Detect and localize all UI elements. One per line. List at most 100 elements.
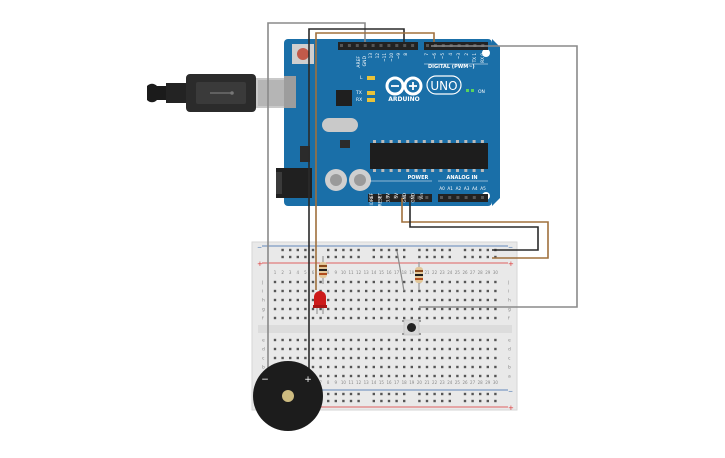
breadboard-hole xyxy=(395,365,398,369)
column-label: 14 xyxy=(371,270,377,275)
breadboard-hole xyxy=(387,365,391,369)
chip-pin xyxy=(480,169,484,172)
breadboard-hole xyxy=(281,298,284,302)
buzzer-plus: + xyxy=(304,375,312,385)
column-label: 11 xyxy=(348,380,354,385)
column-label: 18 xyxy=(402,270,408,275)
breadboard-hole xyxy=(273,307,277,311)
rail-hole xyxy=(380,248,383,252)
column-label: 17 xyxy=(394,380,400,385)
breadboard-hole xyxy=(319,347,322,351)
row-label: g xyxy=(262,308,265,313)
rail-hole xyxy=(342,248,345,252)
chip-pin xyxy=(414,169,418,172)
analog-pin-label: A4 xyxy=(472,186,478,191)
breadboard-hole xyxy=(441,280,444,284)
pushbutton[interactable] xyxy=(402,319,421,336)
breadboard-hole xyxy=(410,298,413,302)
chip-pin xyxy=(447,169,451,172)
wire-gnd[interactable] xyxy=(409,198,539,251)
header-hole xyxy=(401,196,405,199)
breadboard-hole xyxy=(403,298,406,302)
breadboard-hole xyxy=(357,338,360,342)
breadboard-hole xyxy=(486,338,489,342)
breadboard-hole xyxy=(387,298,391,302)
breadboard-hole xyxy=(471,347,474,351)
breadboard-hole xyxy=(349,280,353,284)
breadboard-hole xyxy=(319,338,322,342)
breadboard-hole xyxy=(418,374,421,378)
rail-hole xyxy=(471,248,474,252)
breadboard-hole xyxy=(479,280,482,284)
wire-black-left[interactable] xyxy=(308,28,405,378)
resistor-1[interactable] xyxy=(319,256,327,284)
breadboard-hole xyxy=(289,316,292,320)
breadboard-hole xyxy=(311,280,315,284)
breadboard-hole xyxy=(494,316,497,320)
red-led[interactable] xyxy=(313,291,327,314)
chip-pin xyxy=(373,140,376,143)
breadboard-hole xyxy=(448,316,451,320)
atmega-chip xyxy=(370,143,488,169)
column-label: 12 xyxy=(356,380,362,385)
digital-header-high xyxy=(338,42,418,50)
wire-gray-short[interactable] xyxy=(396,250,405,292)
breadboard-hole xyxy=(471,365,474,369)
header-hole xyxy=(409,196,413,199)
usb-cable[interactable] xyxy=(147,74,291,112)
rail-hole xyxy=(387,392,391,396)
breadboard-hole xyxy=(433,316,436,320)
breadboard-hole xyxy=(456,347,459,351)
breadboard-hole xyxy=(296,307,299,311)
voltage-regulator xyxy=(300,146,310,162)
breadboard-hole xyxy=(479,289,482,293)
breadboard-hole xyxy=(357,307,360,311)
column-label: 21 xyxy=(424,270,430,275)
breadboard-hole xyxy=(395,374,398,378)
rail-hole xyxy=(342,255,345,259)
column-label: 15 xyxy=(379,270,385,275)
breadboard-hole xyxy=(425,365,429,369)
breadboard[interactable]: − + − + − + 1122334455667788991010111112… xyxy=(251,241,518,412)
breadboard-hole xyxy=(433,365,436,369)
breadboard-hole xyxy=(327,365,330,369)
breadboard-hole xyxy=(296,347,299,351)
wire-gray-right[interactable] xyxy=(419,45,578,308)
piezo-buzzer[interactable]: − + xyxy=(253,361,323,431)
rail-hole xyxy=(425,248,429,252)
chip-pin xyxy=(431,140,435,143)
chip-pin xyxy=(389,140,393,143)
breadboard-hole xyxy=(311,338,315,342)
breadboard-hole xyxy=(410,365,413,369)
chip-pin xyxy=(381,140,385,143)
center-channel xyxy=(258,325,512,333)
breadboard-hole xyxy=(380,316,383,320)
breadboard-hole xyxy=(357,280,360,284)
column-label: 19 xyxy=(409,380,415,385)
breadboard-hole xyxy=(471,307,474,311)
breadboard-hole xyxy=(296,338,299,342)
column-label: 28 xyxy=(478,380,484,385)
breadboard-hole xyxy=(289,280,292,284)
chip-pin xyxy=(373,169,376,172)
rail-hole xyxy=(479,248,482,252)
rail-hole xyxy=(448,248,451,252)
row-label: e xyxy=(508,339,511,344)
breadboard-hole xyxy=(342,307,345,311)
breadboard-hole xyxy=(273,347,277,351)
chip-pin xyxy=(414,140,418,143)
breadboard-hole xyxy=(441,338,444,342)
breadboard-hole xyxy=(418,365,421,369)
header-hole xyxy=(377,196,381,199)
rail-hole xyxy=(463,248,467,252)
resistor-2[interactable] xyxy=(415,262,423,290)
breadboard-hole xyxy=(463,307,467,311)
wire-5v[interactable] xyxy=(401,198,549,259)
breadboard-hole xyxy=(342,289,345,293)
wire-brown-led[interactable] xyxy=(315,32,435,290)
breadboard-hole xyxy=(334,316,337,320)
rail-hole xyxy=(334,248,337,252)
rail-hole xyxy=(380,392,383,396)
digital-pin-label: ~5 xyxy=(440,53,445,60)
breadboard-hole xyxy=(281,289,284,293)
